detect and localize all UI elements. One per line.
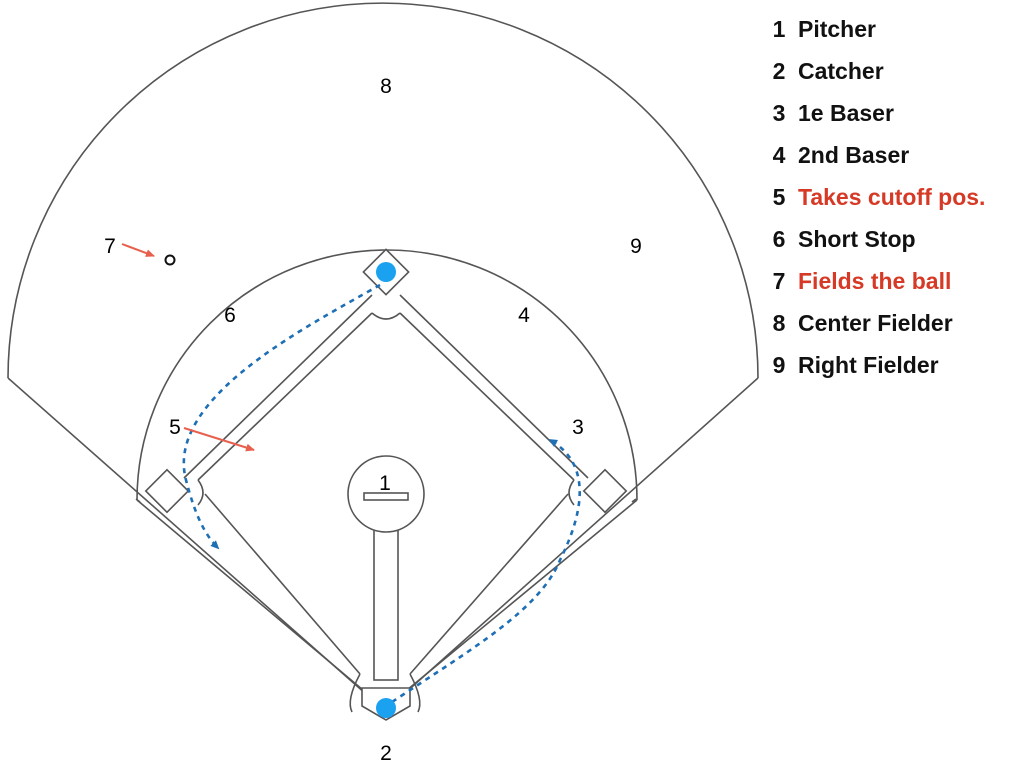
legend-item: 2 Catcher xyxy=(760,50,1020,92)
label-pos-3: 3 xyxy=(572,416,584,439)
second-to-first-inner xyxy=(399,312,575,481)
legend-item: 6 Short Stop xyxy=(760,218,1020,260)
pitcher-rubber xyxy=(363,492,409,501)
legend-item: 8 Center Fielder xyxy=(760,302,1020,344)
third-base-cutout xyxy=(197,479,204,506)
label-pos-6: 6 xyxy=(224,304,236,327)
legend-item: 3 1e Baser xyxy=(760,92,1020,134)
legend-number: 8 xyxy=(772,309,786,336)
first-base-line-inner xyxy=(409,493,569,675)
position-legend: 1 Pitcher 2 Catcher 3 1e Baser 4 2nd Baser 5 Take… xyxy=(760,8,1020,386)
label-pos-5: 5 xyxy=(169,416,181,439)
legend-label: Pitcher xyxy=(798,15,876,42)
legend-number: 5 xyxy=(772,183,786,210)
legend-item: 1 Pitcher xyxy=(760,8,1020,50)
legend-number: 4 xyxy=(772,141,786,168)
legend-label: 2nd Baser xyxy=(798,141,910,168)
legend-number: 9 xyxy=(772,351,786,378)
third-base-line-inner xyxy=(204,493,361,675)
home-cutout-left xyxy=(349,673,361,713)
label-pos-7: 7 xyxy=(104,235,116,258)
first-base-line-outer xyxy=(406,499,638,691)
label-pos-9: 9 xyxy=(630,235,642,258)
legend-label: Catcher xyxy=(798,57,884,84)
label-pos-2: 2 xyxy=(380,742,392,765)
legend-number: 1 xyxy=(772,15,786,42)
mound-path xyxy=(373,529,399,681)
legend-label: Right Fielder xyxy=(798,351,939,378)
legend-label: Fields the ball xyxy=(798,267,952,294)
legend-item: 5 Takes cutoff pos. xyxy=(760,176,1020,218)
label-pos-8: 8 xyxy=(380,75,392,98)
label-pos-1: 1 xyxy=(379,472,391,495)
legend-item: 4 2nd Baser xyxy=(760,134,1020,176)
legend-number: 6 xyxy=(772,225,786,252)
legend-label: Center Fielder xyxy=(798,309,953,336)
home-cutout-right xyxy=(409,673,421,713)
first-base-cutout xyxy=(568,479,575,506)
second-to-first-outer xyxy=(399,294,589,479)
legend-number: 7 xyxy=(772,267,786,294)
legend-label: Takes cutoff pos. xyxy=(798,183,986,210)
legend-number: 3 xyxy=(772,99,786,126)
ball-second-base xyxy=(376,262,396,282)
ball-home-plate xyxy=(376,698,396,718)
legend-item: 9 Right Fielder xyxy=(760,344,1020,386)
second-to-third-outer xyxy=(183,294,373,479)
hit-ball-location xyxy=(164,254,176,266)
second-base-cutout xyxy=(371,312,401,320)
legend-label: 1e Baser xyxy=(798,99,894,126)
second-to-third-inner xyxy=(197,312,373,481)
legend-label: Short Stop xyxy=(798,225,916,252)
third-base xyxy=(144,468,190,514)
fielder-7-arrow xyxy=(121,243,155,257)
right-foul-line xyxy=(403,377,759,695)
fielder-5-arrow xyxy=(183,427,255,452)
first-base xyxy=(582,468,628,514)
legend-number: 2 xyxy=(772,57,786,84)
third-base-line-outer xyxy=(136,499,364,691)
legend-item: 7 Fields the ball xyxy=(760,260,1020,302)
outfield-fence xyxy=(7,2,759,379)
label-pos-4: 4 xyxy=(518,304,530,327)
